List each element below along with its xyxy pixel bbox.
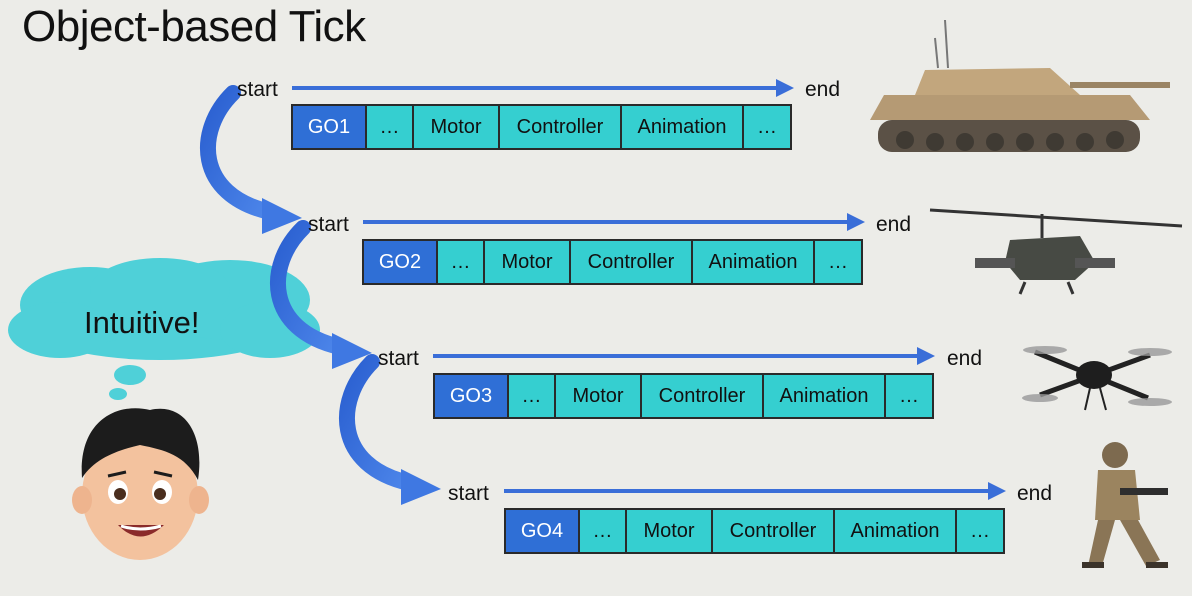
row4-end-label: end [1017, 482, 1053, 505]
thought-bubble [8, 258, 320, 400]
component-cell: Motor [627, 510, 713, 552]
helicopter-image [929, 208, 1183, 295]
component-cell: … [957, 510, 1003, 552]
row1-end-label: end [805, 78, 841, 101]
component-cell: Motor [485, 241, 571, 283]
component-cell: … [367, 106, 414, 148]
component-cell: … [580, 510, 627, 552]
go-cell: GO3 [435, 375, 509, 417]
tank-image [870, 19, 1170, 152]
flow-arrow-2-3 [270, 220, 372, 369]
component-cell: Controller [500, 106, 622, 148]
row3-timeline-arrow [433, 347, 935, 365]
slide-title: Object-based Tick [22, 2, 366, 51]
go-cell: GO4 [506, 510, 580, 552]
component-cell: … [744, 106, 790, 148]
component-cell: … [509, 375, 556, 417]
soldier-image [1082, 442, 1168, 568]
row2-timeline-arrow [363, 213, 865, 231]
component-cell: Motor [414, 106, 500, 148]
component-cell: Controller [571, 241, 693, 283]
component-cell: Animation [764, 375, 886, 417]
component-cell: … [886, 375, 932, 417]
component-cell: … [815, 241, 861, 283]
flow-arrow-1-2 [200, 85, 302, 234]
component-cell: … [438, 241, 485, 283]
drone-image [1022, 346, 1172, 411]
component-cell: Controller [642, 375, 764, 417]
thought-text: Intuitive! [84, 305, 200, 340]
row1-start-label: start [237, 78, 278, 101]
row3-start-label: start [378, 347, 419, 370]
row2-component-bar: GO2 … Motor Controller Animation … [362, 239, 863, 285]
row4-timeline-arrow [504, 482, 1006, 500]
go-cell: GO2 [364, 241, 438, 283]
row4-component-bar: GO4 … Motor Controller Animation … [504, 508, 1005, 554]
row2-start-label: start [308, 213, 349, 236]
row1-component-bar: GO1 … Motor Controller Animation … [291, 104, 792, 150]
component-cell: Motor [556, 375, 642, 417]
row3-component-bar: GO3 … Motor Controller Animation … [433, 373, 934, 419]
component-cell: Animation [622, 106, 744, 148]
row4-start-label: start [448, 482, 489, 505]
row3-end-label: end [947, 347, 983, 370]
flow-arrow-3-4 [339, 354, 441, 505]
row2-end-label: end [876, 213, 912, 236]
row1-timeline-arrow [292, 79, 794, 97]
component-cell: Animation [693, 241, 815, 283]
boy-avatar [72, 408, 209, 560]
component-cell: Animation [835, 510, 957, 552]
go-cell: GO1 [293, 106, 367, 148]
component-cell: Controller [713, 510, 835, 552]
